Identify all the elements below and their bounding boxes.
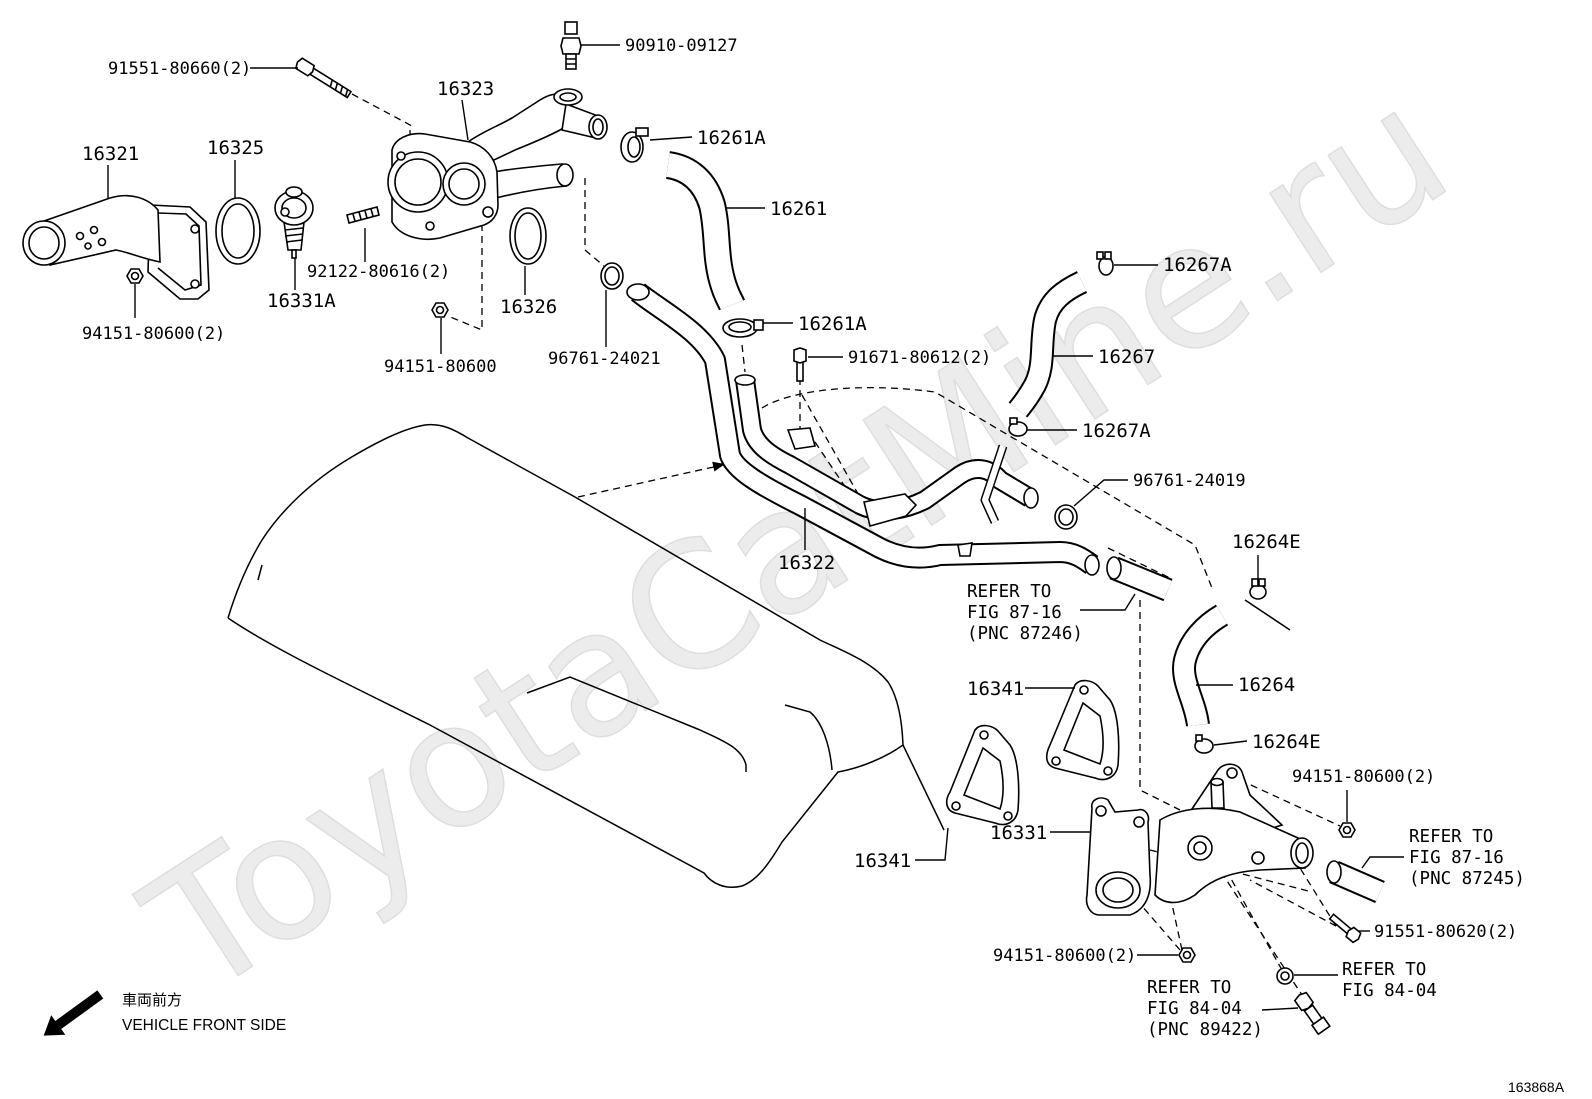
callout-labels: 91551-80660(2) 90910-09127 16323 16321 1… <box>82 36 1517 966</box>
label-16267A-lower: 16267A <box>1082 420 1151 442</box>
vehicle-front-label-en: VEHICLE FRONT SIDE <box>122 1017 286 1034</box>
refer-line: REFER TO <box>967 582 1051 602</box>
leader-lines <box>107 44 1404 1011</box>
label-91551-80660: 91551-80660(2) <box>108 59 251 79</box>
refer-line: REFER TO <box>1342 960 1426 980</box>
refer-line: (PNC 87246) <box>967 624 1083 644</box>
clamp-16267A-top <box>1096 251 1114 276</box>
hose-16264 <box>1172 604 1229 727</box>
hose-stub-87245 <box>1326 860 1385 904</box>
label-16321: 16321 <box>82 143 139 165</box>
bolt-91551-80660 <box>294 57 353 99</box>
label-16264E-top: 16264E <box>1232 531 1301 553</box>
pipe-bracket <box>863 493 918 527</box>
refer-fig-84-04: REFER TO FIG 84-04 <box>1342 960 1437 1001</box>
ring-96761-24019 <box>1054 504 1078 530</box>
refer-fig-87-16-pnc-87245: REFER TO FIG 87-16 (PNC 87245) <box>1409 827 1525 889</box>
gasket-16325 <box>215 197 261 265</box>
label-94151-80600: 94151-80600 <box>384 357 497 377</box>
label-91671-80612: 91671-80612(2) <box>848 348 991 368</box>
figure-id: 163868A <box>1508 1079 1565 1095</box>
label-16323: 16323 <box>437 78 494 100</box>
water-outlet-housing-16323 <box>387 88 608 240</box>
label-16267A-top: 16267A <box>1163 254 1232 276</box>
water-inlet-16321 <box>22 194 210 300</box>
label-91551-80620: 91551-80620(2) <box>1374 922 1517 942</box>
nut-94151-80600-right <box>1338 822 1356 838</box>
bolt-91551-80620 <box>1328 913 1362 944</box>
refer-fig-84-04-pnc-89422: REFER TO FIG 84-04 (PNC 89422) <box>1147 978 1263 1040</box>
label-16322: 16322 <box>778 552 835 574</box>
label-16261A-top: 16261A <box>697 127 766 149</box>
label-94151-80600-right: 94151-80600(2) <box>1292 767 1435 787</box>
water-outlet-16331 <box>1085 763 1314 916</box>
label-16331: 16331 <box>990 822 1047 844</box>
label-16261: 16261 <box>770 198 827 220</box>
label-16264E-lower: 16264E <box>1252 731 1321 753</box>
thermostat-16331A <box>274 186 314 259</box>
ring-96761-24021 <box>600 262 624 290</box>
label-16341-lower: 16341 <box>854 850 911 872</box>
label-16331A: 16331A <box>267 290 336 312</box>
nut-94151-80600-left <box>126 268 144 284</box>
label-16264: 16264 <box>1238 674 1295 696</box>
water-bypass-pipe-16322 <box>626 283 1100 576</box>
hose-16267 <box>1008 271 1088 418</box>
o-ring-16326 <box>509 207 547 265</box>
label-16326: 16326 <box>500 296 557 318</box>
refer-line: FIG 84-04 <box>1342 981 1437 1001</box>
bolt-91671-80612 <box>793 347 807 382</box>
reference-notes: REFER TO FIG 87-16 (PNC 87246) REFER TO … <box>967 582 1525 1040</box>
gasket-16341-lower <box>945 724 1020 826</box>
clamp-16261A-top <box>620 127 649 163</box>
mount-arrowhead <box>712 461 725 472</box>
pipe-bracket-upper <box>786 427 817 450</box>
refer-line: FIG 87-16 <box>1409 848 1504 868</box>
refer-line: (PNC 89422) <box>1147 1020 1263 1040</box>
nut-94151-80600-bottom <box>1178 947 1196 963</box>
engine-outline <box>227 423 945 888</box>
pipe-bracket-tab <box>957 542 973 557</box>
vehicle-front-label-jp: 車両前方 <box>122 991 182 1009</box>
refer-line: (PNC 87245) <box>1409 869 1525 889</box>
label-94151-80600-bottom: 94151-80600(2) <box>993 946 1136 966</box>
clamp-16267A-lower <box>1008 417 1028 437</box>
label-96761-24021: 96761-24021 <box>548 349 661 369</box>
pipe-ends <box>626 283 1100 576</box>
refer-fig-87-16-pnc-87246: REFER TO FIG 87-16 (PNC 87246) <box>967 582 1083 644</box>
label-96761-24019: 96761-24019 <box>1133 471 1246 491</box>
hose-16261 <box>665 151 745 311</box>
washer-fig-84-04 <box>1276 967 1294 985</box>
clamp-16261A-lower <box>722 318 764 338</box>
label-16341-upper: 16341 <box>967 678 1024 700</box>
clamp-16264E-lower <box>1194 734 1214 754</box>
hose-stub-87246 <box>1106 556 1173 602</box>
label-16325: 16325 <box>207 137 264 159</box>
label-16267: 16267 <box>1098 346 1155 368</box>
refer-line: FIG 84-04 <box>1147 999 1242 1019</box>
stud-92122-80616 <box>346 206 380 224</box>
gasket-16341-upper <box>1045 679 1120 781</box>
label-94151-80600-left: 94151-80600(2) <box>82 324 225 344</box>
refer-line: REFER TO <box>1147 978 1231 998</box>
vehicle-front-arrow-icon <box>43 990 104 1036</box>
nut-94151-80600 <box>431 302 449 318</box>
label-90910-09127: 90910-09127 <box>625 36 738 56</box>
clamp-16264E-top <box>1249 578 1267 600</box>
label-92122-80616: 92122-80616(2) <box>307 262 450 282</box>
refer-line: REFER TO <box>1409 827 1493 847</box>
label-16261A-lower: 16261A <box>798 313 867 335</box>
refer-line: FIG 87-16 <box>967 603 1062 623</box>
sensor-pnc-89422 <box>1293 991 1331 1036</box>
sensor-90910-09127 <box>560 21 582 70</box>
